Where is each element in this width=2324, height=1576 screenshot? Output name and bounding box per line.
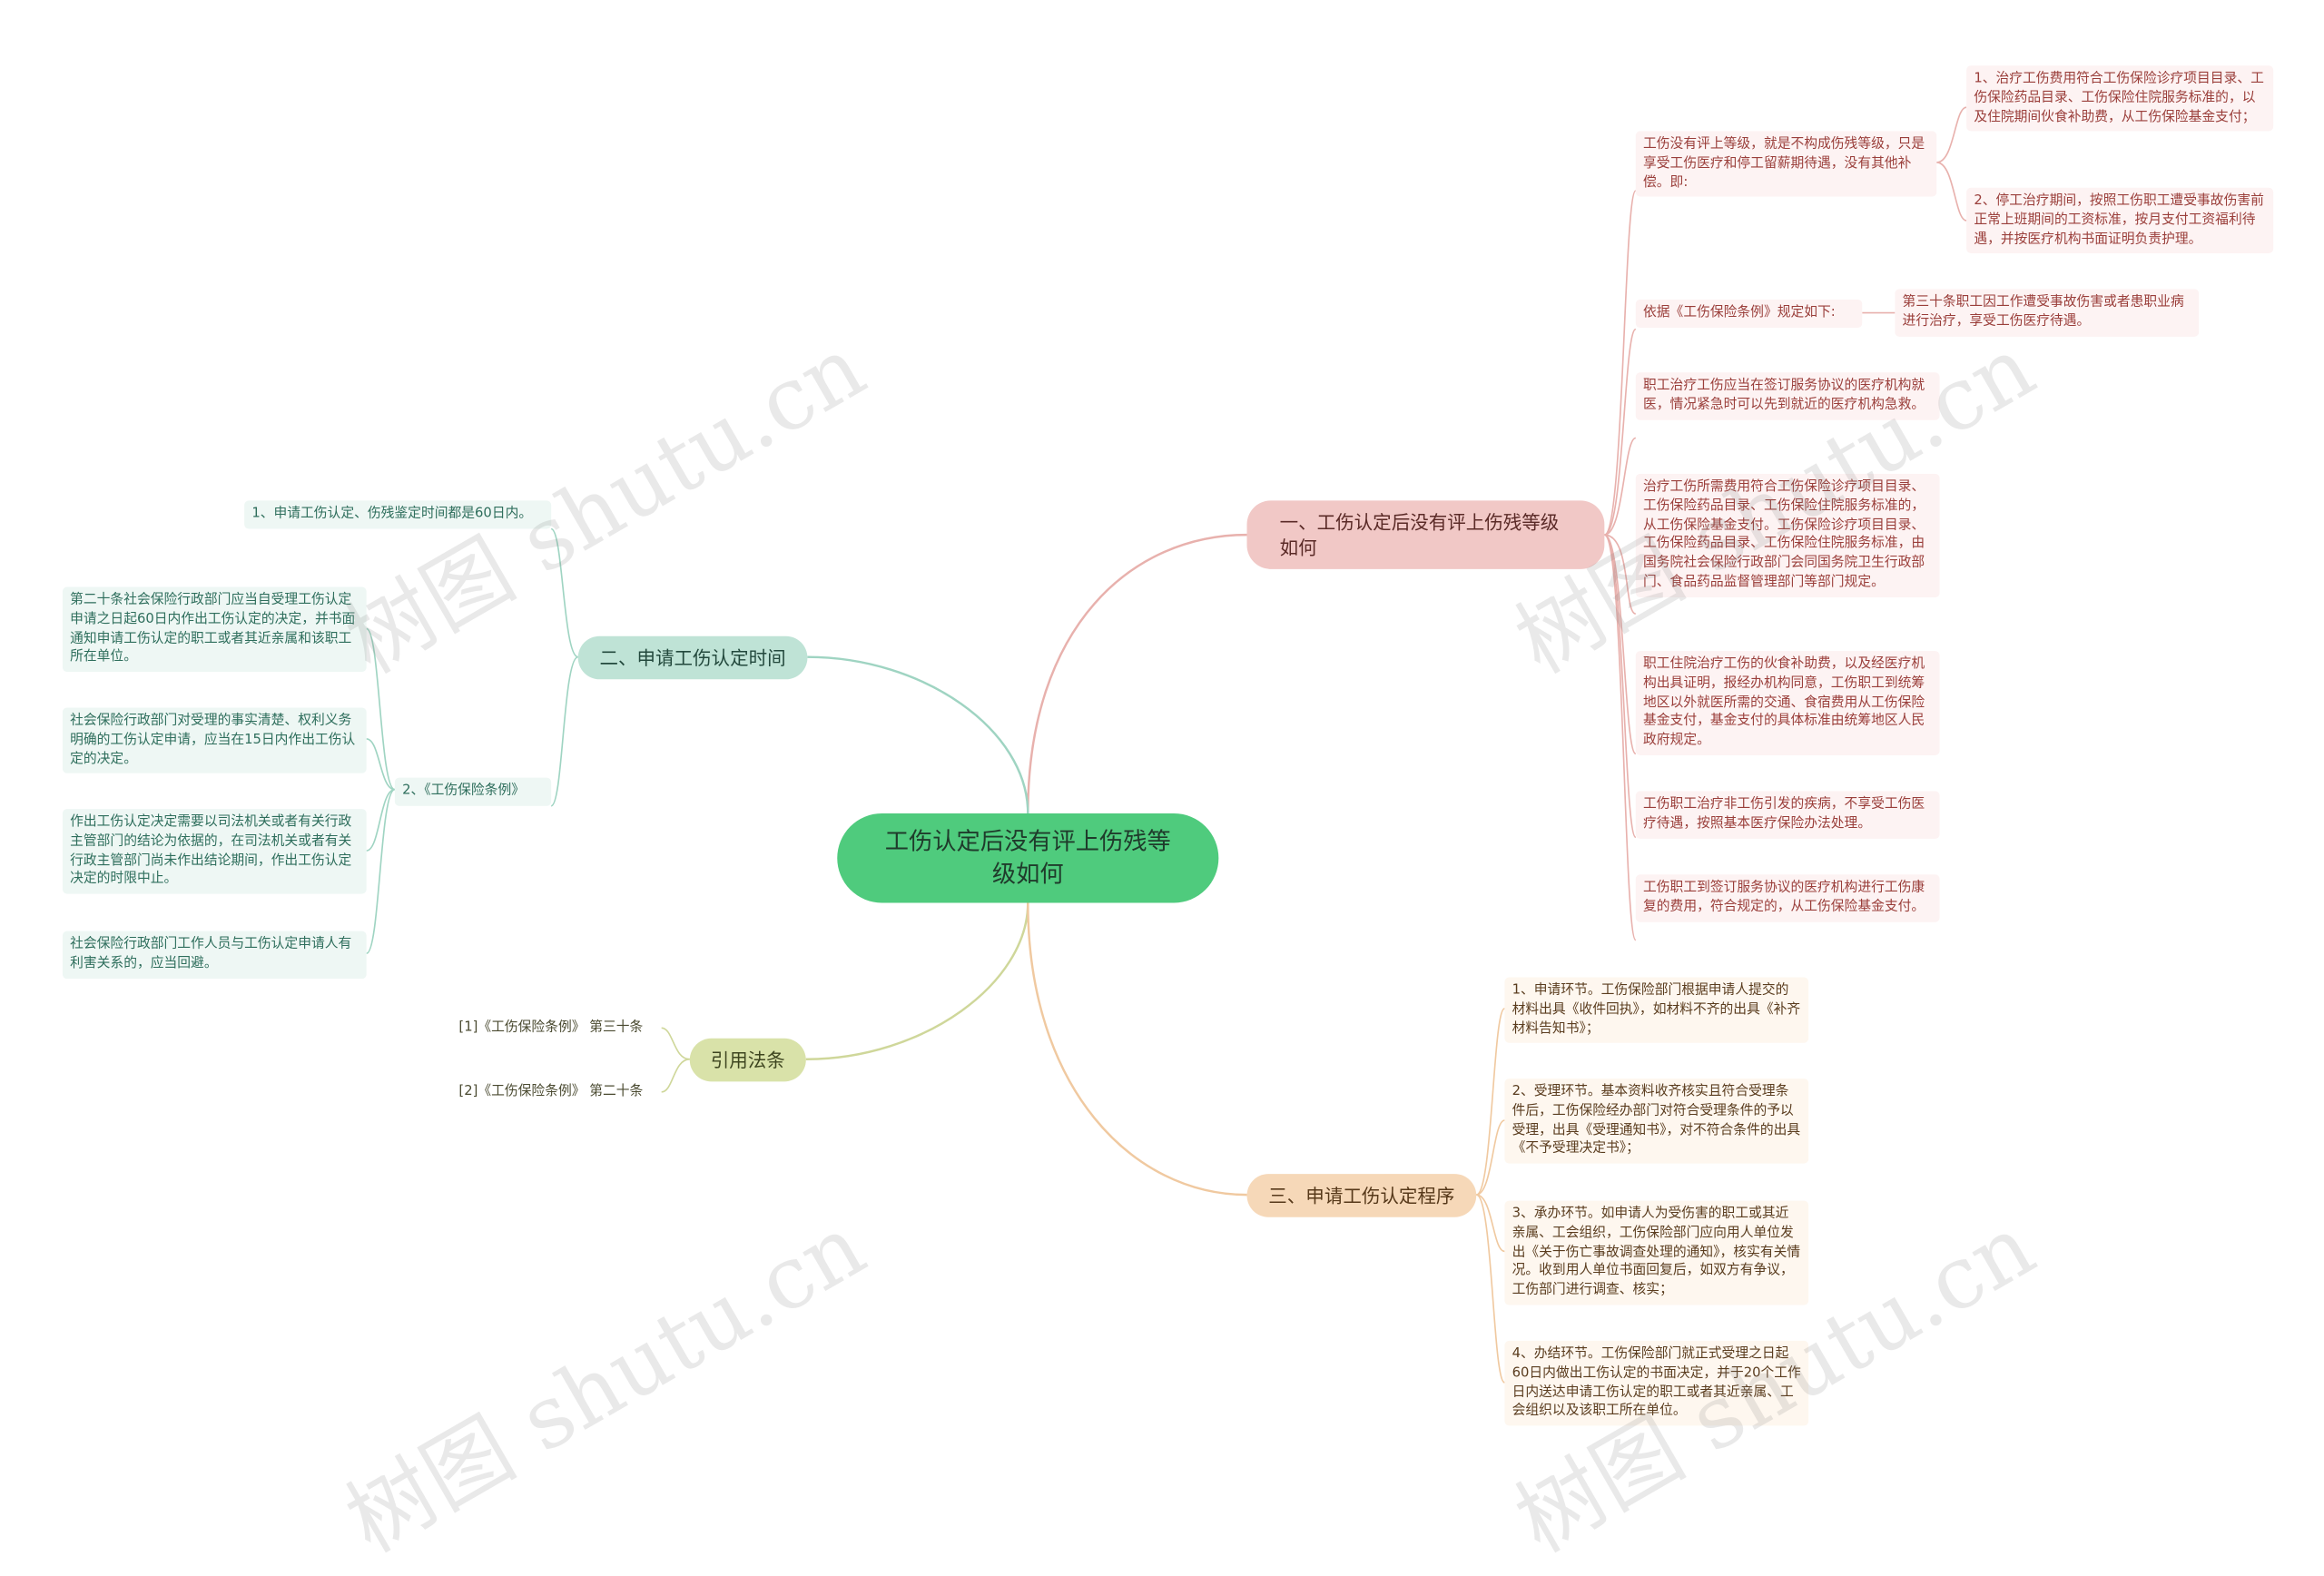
b4-leaf-application-step[interactable]: 1、申请环节。工伤保险部门根据申请人提交的材料出具《收件回执》，如材料不齐的出具… — [1504, 977, 1809, 1044]
b1-leaf-stop-work-pay[interactable]: 2、停工治疗期间，按照工伤职工遭受事故伤害前正常上班期间的工资标准，按月支付工资… — [1966, 187, 2274, 254]
branch-no-disability-grade[interactable]: 一、工伤认定后没有评上伤残等级如何 — [1246, 500, 1605, 569]
b1-leaf-agreement-hospital[interactable]: 职工治疗工伤应当在签订服务协议的医疗机构就医，情况紧急时可以先到就近的医疗机构急… — [1635, 372, 1940, 420]
b2-leaf-recusal[interactable]: 社会保险行政部门工作人员与工伤认定申请人有利害关系的，应当回避。 — [62, 931, 367, 979]
b1-leaf-rehabilitation[interactable]: 工伤职工到签订服务协议的医疗机构进行工伤康复的费用，符合规定的，从工伤保险基金支… — [1635, 874, 1940, 922]
b2-leaf-regulation[interactable]: 2、《工伤保险条例》 — [394, 777, 552, 806]
b1-leaf-meal-allowance[interactable]: 职工住院治疗工伤的伙食补助费，以及经医疗机构出具证明，报经办机构同意，工伤职工到… — [1635, 651, 1940, 755]
b2-leaf-article-20[interactable]: 第二十条社会保险行政部门应当自受理工伤认定申请之日起60日内作出工伤认定的决定，… — [62, 586, 367, 673]
root-topic[interactable]: 工伤认定后没有评上伤残等级如何 — [837, 813, 1219, 903]
b2-leaf-15-days[interactable]: 社会保险行政部门对受理的事实清楚、权利义务明确的工伤认定申请，应当在15日内作出… — [62, 707, 367, 774]
branch-cited-laws[interactable]: 引用法条 — [689, 1038, 806, 1082]
b4-leaf-handling-step[interactable]: 3、承办环节。如申请人为受伤害的职工或其近亲属、工会组织，工伤保险部门应向用人单… — [1504, 1200, 1809, 1305]
b4-leaf-conclusion-step[interactable]: 4、办结环节。工伤保险部门就正式受理之日起60日内做出工伤认定的书面决定，并于2… — [1504, 1340, 1809, 1426]
b2-leaf-60-days[interactable]: 1、申请工伤认定、伤残鉴定时间都是60日内。 — [244, 500, 552, 529]
b1-leaf-regulation-basis[interactable]: 依据《工伤保险条例》规定如下: — [1635, 299, 1863, 328]
b1-leaf-treatment-cost[interactable]: 1、治疗工伤费用符合工伤保险诊疗项目目录、工伤保险药品目录、工伤保险住院服务标准… — [1966, 65, 2274, 133]
b1-leaf-non-injury-disease[interactable]: 工伤职工治疗非工伤引发的疾病，不享受工伤医疗待遇，按照基本医疗保险办法处理。 — [1635, 791, 1940, 839]
branch-application-procedure[interactable]: 三、申请工伤认定程序 — [1246, 1174, 1477, 1217]
branch-application-time[interactable]: 二、申请工伤认定时间 — [577, 635, 808, 680]
b1-leaf-fund-payment[interactable]: 治疗工伤所需费用符合工伤保险诊疗项目目录、工伤保险药品目录、工伤保险住院服务标准… — [1635, 473, 1940, 597]
b1-leaf-no-grade[interactable]: 工伤没有评上等级，就是不构成伤残等级，只是享受工伤医疗和停工留薪期待遇，没有其他… — [1635, 131, 1937, 198]
b4-leaf-acceptance-step[interactable]: 2、受理环节。基本资料收齐核实且符合受理条件后，工伤保险经办部门对符合受理条件的… — [1504, 1079, 1809, 1164]
connector-lines — [365, 106, 1967, 1384]
b3-leaf-article-20[interactable]: [2]《工伤保险条例》 第二十条 — [451, 1079, 662, 1107]
b1-leaf-article-30[interactable]: 第三十条职工因工作遭受事故伤害或者患职业病进行治疗，享受工伤医疗待遇。 — [1895, 289, 2200, 337]
b3-leaf-article-30[interactable]: [1]《工伤保险条例》 第三十条 — [451, 1014, 662, 1043]
b2-leaf-time-suspension[interactable]: 作出工伤认定决定需要以司法机关或者有关行政主管部门的结论为依据的，在司法机关或者… — [62, 809, 367, 894]
